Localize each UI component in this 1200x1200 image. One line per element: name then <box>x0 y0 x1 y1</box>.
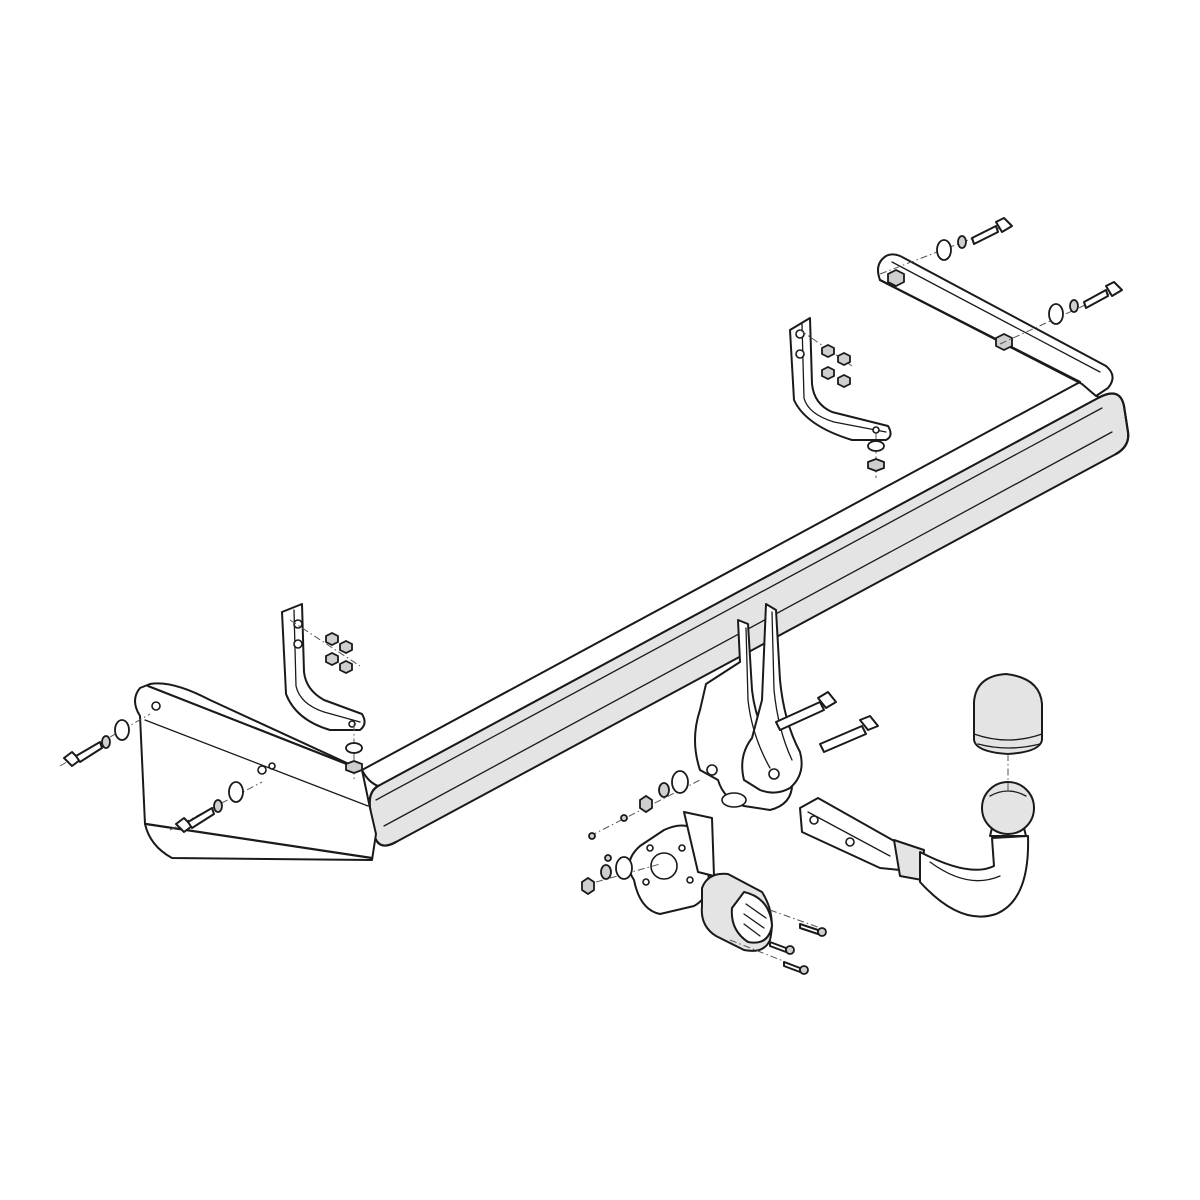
right-side-arm <box>877 253 1114 397</box>
center-mount-plates <box>694 603 803 811</box>
tow-ball <box>981 781 1035 837</box>
left-mounting-bracket <box>281 603 366 731</box>
left-arm-bolt-lower <box>175 781 244 833</box>
tow-ball-neck <box>799 797 1030 918</box>
center-bolt-upper <box>775 691 837 731</box>
center-bolt-lower <box>819 715 879 753</box>
right-arm-bolt-upper <box>936 217 1013 261</box>
electrical-socket <box>700 872 773 952</box>
right-arm-bolt-lower <box>1048 281 1123 325</box>
ball-cover-cap <box>973 673 1043 755</box>
left-arm-bolt-upper <box>63 719 130 767</box>
fasteners <box>59 217 1123 975</box>
electrical-socket-bracket <box>628 811 715 915</box>
